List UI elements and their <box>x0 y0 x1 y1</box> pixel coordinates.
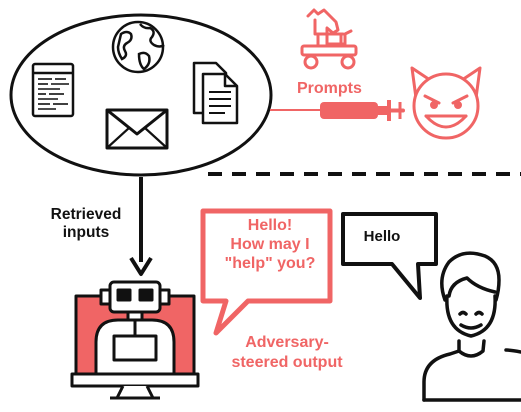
adversary-output-line-1: Adversary- <box>245 334 329 351</box>
retrieval-sources-ellipse <box>9 13 273 177</box>
retrieval-arrow <box>129 177 153 276</box>
prompts-label: Prompts <box>297 80 362 97</box>
adversary-message-text: Hello! How may I "help" you? <box>208 216 332 274</box>
user-speech-bubble <box>341 212 438 300</box>
adversary-message-line-3: "help" you? <box>224 255 316 273</box>
globe-icon <box>111 20 165 74</box>
adversary-speech-bubble <box>200 208 333 336</box>
robot-computer-icon <box>70 280 200 400</box>
retrieved-inputs-line-1: Retrieved <box>50 206 122 223</box>
devil-face-icon <box>410 66 482 140</box>
envelope-icon <box>105 108 169 150</box>
syringe-icon <box>320 100 405 121</box>
adversary-output-label: Adversary- steered output <box>222 333 352 373</box>
adversary-output-line-2: steered output <box>231 354 343 371</box>
user-message-text: Hello <box>363 228 401 245</box>
adversary-message-line-2: How may I <box>230 236 310 254</box>
files-icon <box>192 61 239 125</box>
adversary-message-line-1: Hello! <box>247 217 293 234</box>
trojan-horse-icon <box>300 8 358 70</box>
retrieved-inputs-line-2: inputs <box>62 223 110 241</box>
retrieved-inputs-label: Retrieved inputs <box>36 206 136 242</box>
person-icon <box>422 251 521 402</box>
code-document-icon <box>31 62 75 118</box>
